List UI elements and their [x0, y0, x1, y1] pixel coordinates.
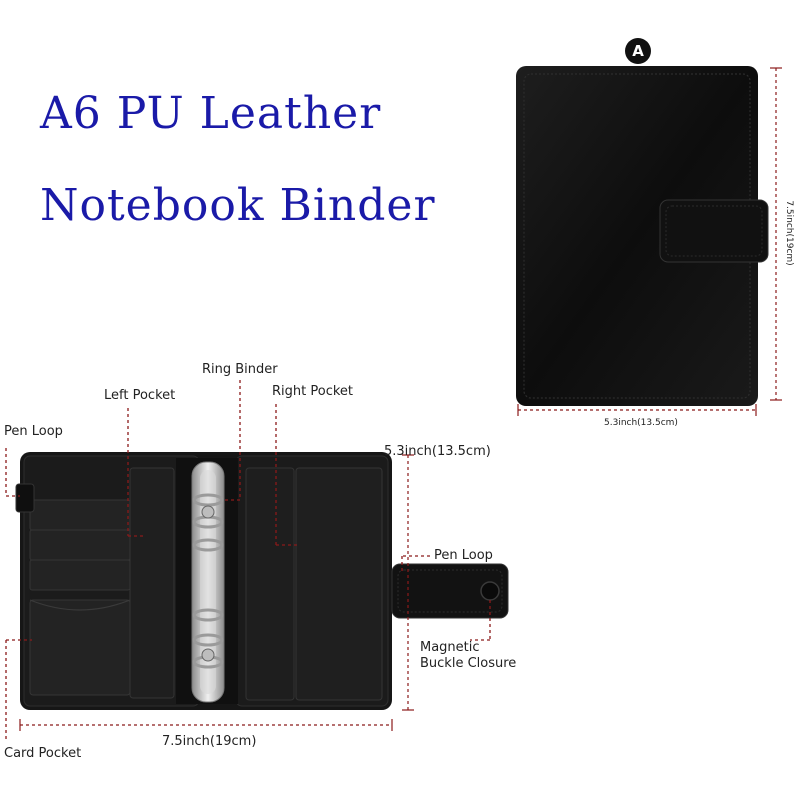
title-line-1: A6 PU Leather: [40, 88, 382, 139]
closed-width-label: 5.3inch(13.5cm): [604, 418, 678, 428]
card-pocket-label: Card Pocket: [4, 746, 82, 761]
leader-lines: [5, 380, 491, 740]
ring-binder-label: Ring Binder: [202, 362, 278, 377]
right-pocket-label: Right Pocket: [272, 384, 354, 399]
magnetic-buckle-label-line2: Buckle Closure: [420, 656, 517, 671]
variant-badge: A: [625, 38, 651, 64]
magnetic-buckle-label-line1: Magnetic: [420, 640, 480, 655]
title-line-2: Notebook Binder: [40, 180, 436, 231]
open-width-label: 7.5inch(19cm): [162, 734, 257, 749]
open-binder: [15, 452, 509, 710]
closed-height-label: 7.5inch(19cm): [784, 200, 794, 266]
closed-binder: [516, 66, 769, 406]
left-pocket-label: Left Pocket: [104, 388, 176, 403]
pen-loop-left-label: Pen Loop: [4, 424, 63, 439]
pen-loop-right-label: Pen Loop: [434, 548, 493, 563]
open-height-label: 5.3inch(13.5cm): [384, 444, 491, 459]
open-dimension-lines: [19, 454, 414, 731]
closed-dimension-lines: [517, 67, 782, 416]
